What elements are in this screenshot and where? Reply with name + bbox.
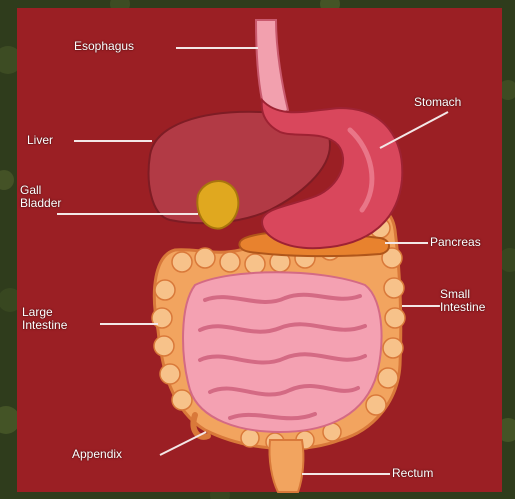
label-small-intestine: Small Intestine [440, 288, 485, 314]
label-gall-bladder: Gall Bladder [20, 184, 61, 210]
label-appendix: Appendix [72, 448, 122, 461]
label-esophagus: Esophagus [74, 40, 134, 53]
gall-bladder-shape [197, 181, 238, 229]
label-liver: Liver [27, 134, 53, 147]
label-pancreas: Pancreas [430, 236, 481, 249]
label-large-intestine: Large Intestine [22, 306, 67, 332]
label-stomach: Stomach [414, 96, 461, 109]
rectum-shape [269, 440, 303, 492]
label-rectum: Rectum [392, 467, 433, 480]
